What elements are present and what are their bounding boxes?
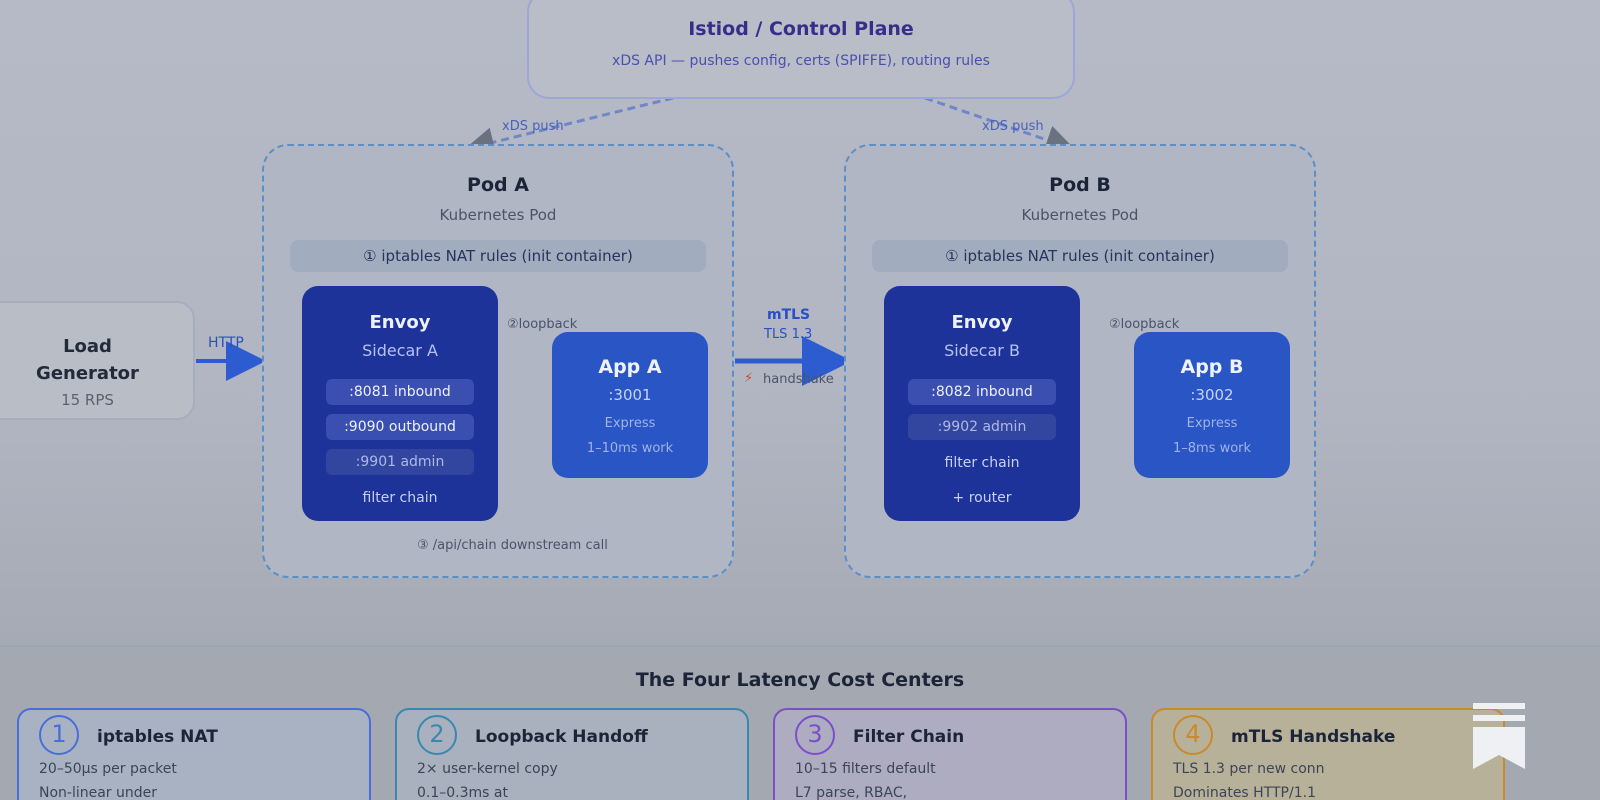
app-a-framework: Express bbox=[604, 416, 656, 431]
app-b-port: :3002 bbox=[1190, 386, 1234, 404]
cost-card-4-line1: TLS 1.3 per new conn bbox=[1173, 761, 1325, 777]
load-generator-box: Load Generator 15 RPS bbox=[0, 301, 195, 420]
cost-card-mtls: 4 mTLS Handshake TLS 1.3 per new conn Do… bbox=[1151, 708, 1505, 800]
lightning-icon: ⚡ bbox=[744, 371, 754, 386]
app-a-port: :3001 bbox=[608, 386, 652, 404]
load-generator-title-line2: Generator bbox=[36, 363, 139, 384]
envoy-b-port-inbound: :8082 inbound bbox=[908, 379, 1056, 405]
envoy-b-router: + router bbox=[952, 490, 1012, 506]
load-generator-rps: 15 RPS bbox=[61, 391, 114, 409]
cost-card-4-number: 4 bbox=[1173, 715, 1213, 755]
cost-card-4-title: mTLS Handshake bbox=[1231, 727, 1396, 747]
control-plane-subtitle: xDS API — pushes config, certs (SPIFFE),… bbox=[612, 53, 990, 69]
cost-card-3-line2: L7 parse, RBAC, bbox=[795, 785, 908, 800]
control-plane-title: Istiod / Control Plane bbox=[688, 18, 914, 40]
app-b-framework: Express bbox=[1186, 416, 1238, 431]
cost-card-1-title: iptables NAT bbox=[97, 727, 218, 747]
cost-centers-title: The Four Latency Cost Centers bbox=[635, 669, 965, 691]
envoy-b-title: Envoy bbox=[951, 312, 1013, 333]
envoy-b-port-admin: :9902 admin bbox=[908, 414, 1056, 440]
load-generator-title-line1: Load bbox=[63, 336, 112, 357]
envoy-a-port-outbound: :9090 outbound bbox=[326, 414, 474, 440]
pod-b-title: Pod B bbox=[1049, 174, 1111, 196]
xds-push-label-a: xDS push bbox=[502, 119, 564, 134]
handshake-label: handshake bbox=[763, 372, 834, 387]
cost-card-2-number: 2 bbox=[417, 715, 457, 755]
cost-card-4-line2: Dominates HTTP/1.1 bbox=[1173, 785, 1316, 800]
app-b-title: App B bbox=[1180, 356, 1244, 378]
cost-card-1-number: 1 bbox=[39, 715, 79, 755]
app-a-title: App A bbox=[598, 356, 662, 378]
envoy-a-port-admin: :9901 admin bbox=[326, 449, 474, 475]
xds-push-label-b: xDS push bbox=[982, 119, 1044, 134]
loopback-label-b: ②loopback bbox=[1109, 317, 1180, 332]
cost-card-3-title: Filter Chain bbox=[853, 727, 965, 747]
pod-b-iptables: ① iptables NAT rules (init container) bbox=[872, 240, 1288, 272]
mtls-label: mTLS bbox=[767, 307, 811, 323]
envoy-a-port-inbound: :8081 inbound bbox=[326, 379, 474, 405]
http-label: HTTP bbox=[208, 335, 244, 351]
envoy-a-subtitle: Sidecar A bbox=[362, 341, 438, 360]
cost-card-2-line2: 0.1–0.3ms at bbox=[417, 785, 508, 800]
app-b-work: 1–8ms work bbox=[1172, 441, 1252, 456]
cost-card-3-line1: 10–15 filters default bbox=[795, 761, 936, 777]
load-generator-title: Load Generator bbox=[0, 333, 193, 387]
envoy-a-title: Envoy bbox=[369, 312, 431, 333]
cost-card-filter-chain: 3 Filter Chain 10–15 filters default L7 … bbox=[773, 708, 1127, 800]
xds-push-arrow-a bbox=[464, 96, 674, 157]
envoy-sidecar-a: Envoy Sidecar A :8081 inbound :9090 outb… bbox=[302, 286, 498, 521]
envoy-b-filter-chain: filter chain bbox=[944, 455, 1020, 471]
cost-card-iptables: 1 iptables NAT 20–50μs per packet Non-li… bbox=[17, 708, 371, 800]
cost-card-2-title: Loopback Handoff bbox=[475, 727, 648, 747]
envoy-b-subtitle: Sidecar B bbox=[944, 341, 1020, 360]
app-a: App A :3001 Express 1–10ms work bbox=[552, 332, 708, 478]
bookmark-stack-icon[interactable] bbox=[1470, 703, 1528, 769]
cost-card-1-line1: 20–50μs per packet bbox=[39, 761, 177, 777]
cost-card-2-line1: 2× user-kernel copy bbox=[417, 761, 558, 777]
app-b: App B :3002 Express 1–8ms work bbox=[1134, 332, 1290, 478]
envoy-sidecar-b: Envoy Sidecar B :8082 inbound :9902 admi… bbox=[884, 286, 1080, 521]
pod-a-title: Pod A bbox=[467, 174, 529, 196]
tls-version-label: TLS 1.3 bbox=[764, 327, 813, 342]
cost-card-3-number: 3 bbox=[795, 715, 835, 755]
envoy-a-filter-chain: filter chain bbox=[362, 490, 438, 506]
app-a-work: 1–10ms work bbox=[586, 441, 674, 456]
downstream-call-label: ③ /api/chain downstream call bbox=[417, 538, 608, 553]
pod-b-subtitle: Kubernetes Pod bbox=[1021, 206, 1139, 224]
cost-card-loopback: 2 Loopback Handoff 2× user-kernel copy 0… bbox=[395, 708, 749, 800]
loopback-label-a: ②loopback bbox=[507, 317, 578, 332]
control-plane-box: Istiod / Control Plane xDS API — pushes … bbox=[527, 0, 1075, 99]
pod-a-iptables: ① iptables NAT rules (init container) bbox=[290, 240, 706, 272]
cost-card-1-line2: Non-linear under bbox=[39, 785, 158, 800]
pod-a-subtitle: Kubernetes Pod bbox=[439, 206, 557, 224]
